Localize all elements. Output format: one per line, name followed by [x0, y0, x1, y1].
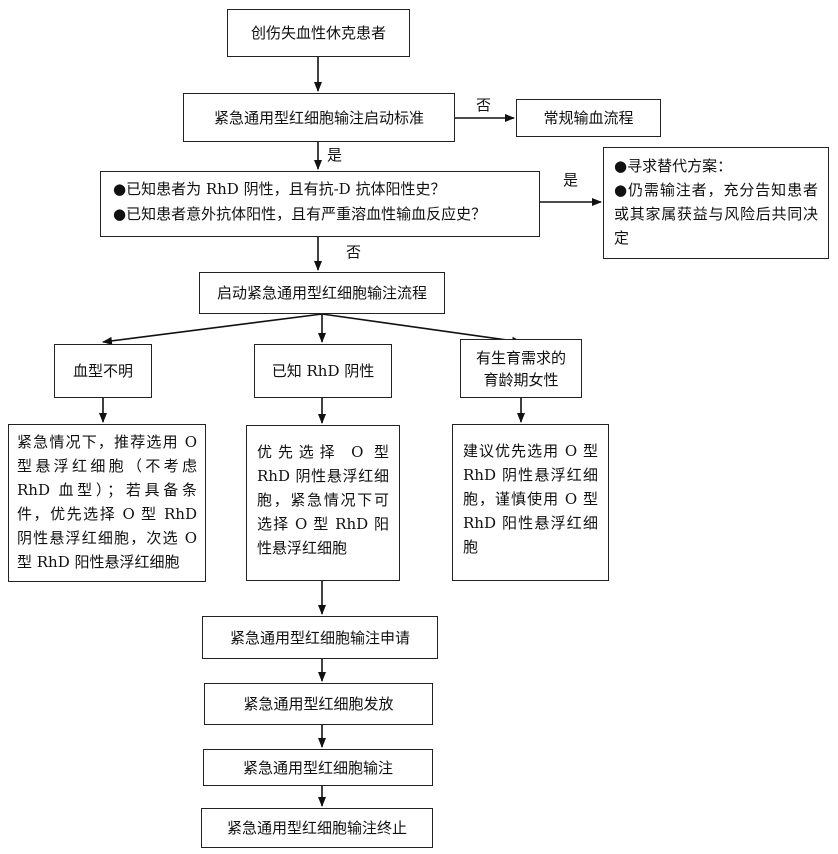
node-start-process: 启动紧急通用型红细胞输注流程 — [199, 272, 445, 314]
node-start: 创伤失血性休克患者 — [227, 9, 410, 57]
node-apply: 紧急通用型红细胞输注申请 — [202, 616, 438, 659]
node-criteria: 紧急通用型红细胞输注启动标准 — [183, 93, 455, 142]
node-exclusion: ●已知患者为 RhD 阴性，且有抗-D 抗体阳性史？ ●已知患者意外抗体阳性，且… — [100, 171, 540, 237]
exclusion-item-1: ●已知患者为 RhD 阴性，且有抗-D 抗体阳性史？ — [113, 180, 446, 198]
node-rec-unknown: 紧急情况下，推荐选用 O 型悬浮红细胞（不考虑 RhD 血型）；若具备条件，优先… — [8, 424, 206, 582]
node-rec-female: 建议优先选用 O 型 RhD 阴性悬浮红细胞，谨慎使用 O 型 RhD 阳性悬浮… — [452, 424, 609, 581]
arrow-start-process-to-female — [321, 313, 522, 345]
label-exclusion-yes: 是 — [563, 171, 579, 189]
node-branch-female: 有生育需求的育龄期女性 — [460, 339, 582, 398]
label-criteria-yes: 是 — [327, 146, 343, 164]
node-transfuse: 紧急通用型红细胞输注 — [203, 749, 433, 786]
label-criteria-no: 否 — [476, 96, 492, 114]
alternative-item-1: ●寻求替代方案： — [614, 157, 733, 175]
label-exclusion-no: 否 — [346, 243, 362, 261]
arrow-start-process-to-unknown — [102, 313, 323, 345]
node-branch-unknown: 血型不明 — [54, 344, 152, 398]
node-routine: 常规输血流程 — [516, 99, 661, 137]
node-alternative: ●寻求替代方案： ●仍需输注者，充分告知患者或其家属获益与风险后共同决定 — [603, 147, 829, 259]
node-rec-rhd-neg: 优先选择 O 型 RhD 阴性悬浮红细胞，紧急情况下可选择 O 型 RhD 阳性… — [246, 425, 400, 581]
node-branch-rhd-neg: 已知 RhD 阴性 — [254, 344, 392, 398]
node-release: 紧急通用型红细胞发放 — [204, 683, 433, 725]
exclusion-item-2: ●已知患者意外抗体阳性，且有严重溶血性输血反应史？ — [113, 205, 487, 223]
node-terminate: 紧急通用型红细胞输注终止 — [201, 808, 433, 848]
alternative-item-2: ●仍需输注者，充分告知患者或其家属获益与风险后共同决定 — [614, 181, 818, 247]
